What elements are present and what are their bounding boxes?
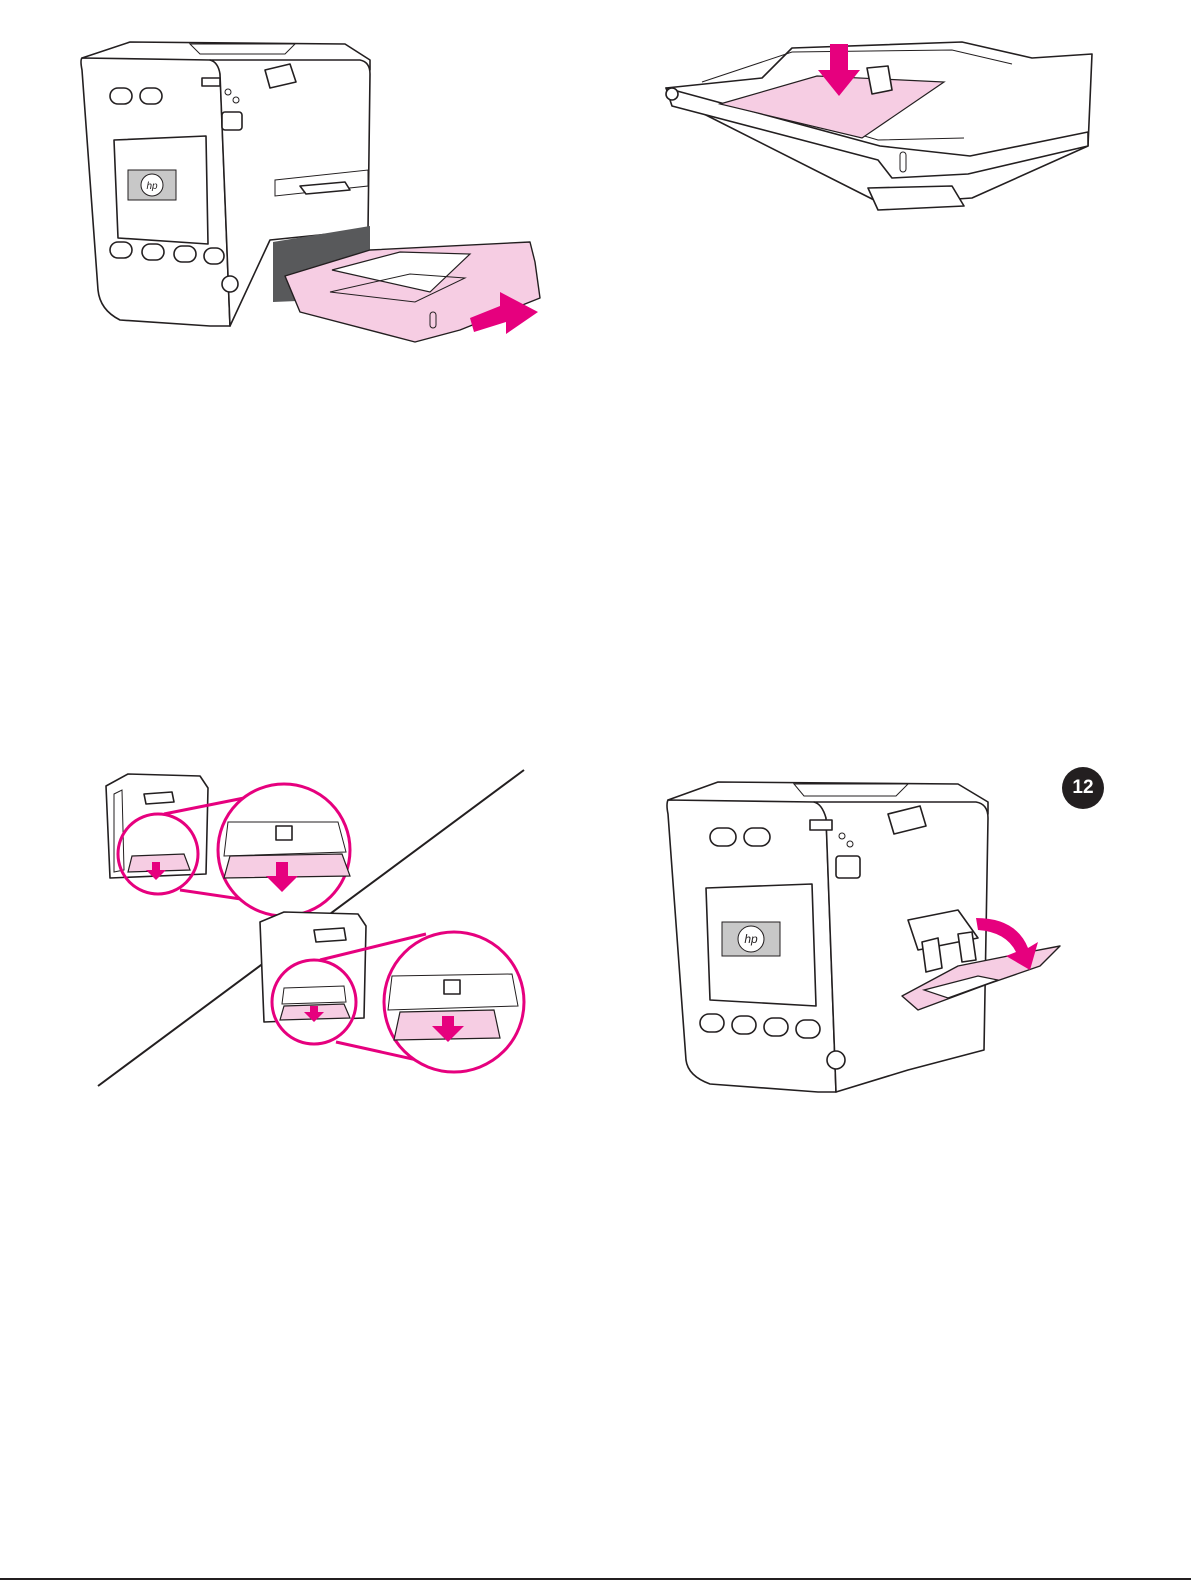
hp-logo: hp	[146, 181, 158, 192]
step-number-badge: 12	[1062, 767, 1104, 809]
footer-rule	[0, 1578, 1191, 1580]
hp-logo: hp	[744, 932, 758, 946]
figure-open-tray-1-zoom	[88, 766, 538, 1096]
figure-insert-tray: hp	[70, 30, 550, 360]
figure-load-paper-tray	[652, 28, 1122, 218]
figure-open-tray-1: hp	[658, 770, 1078, 1102]
